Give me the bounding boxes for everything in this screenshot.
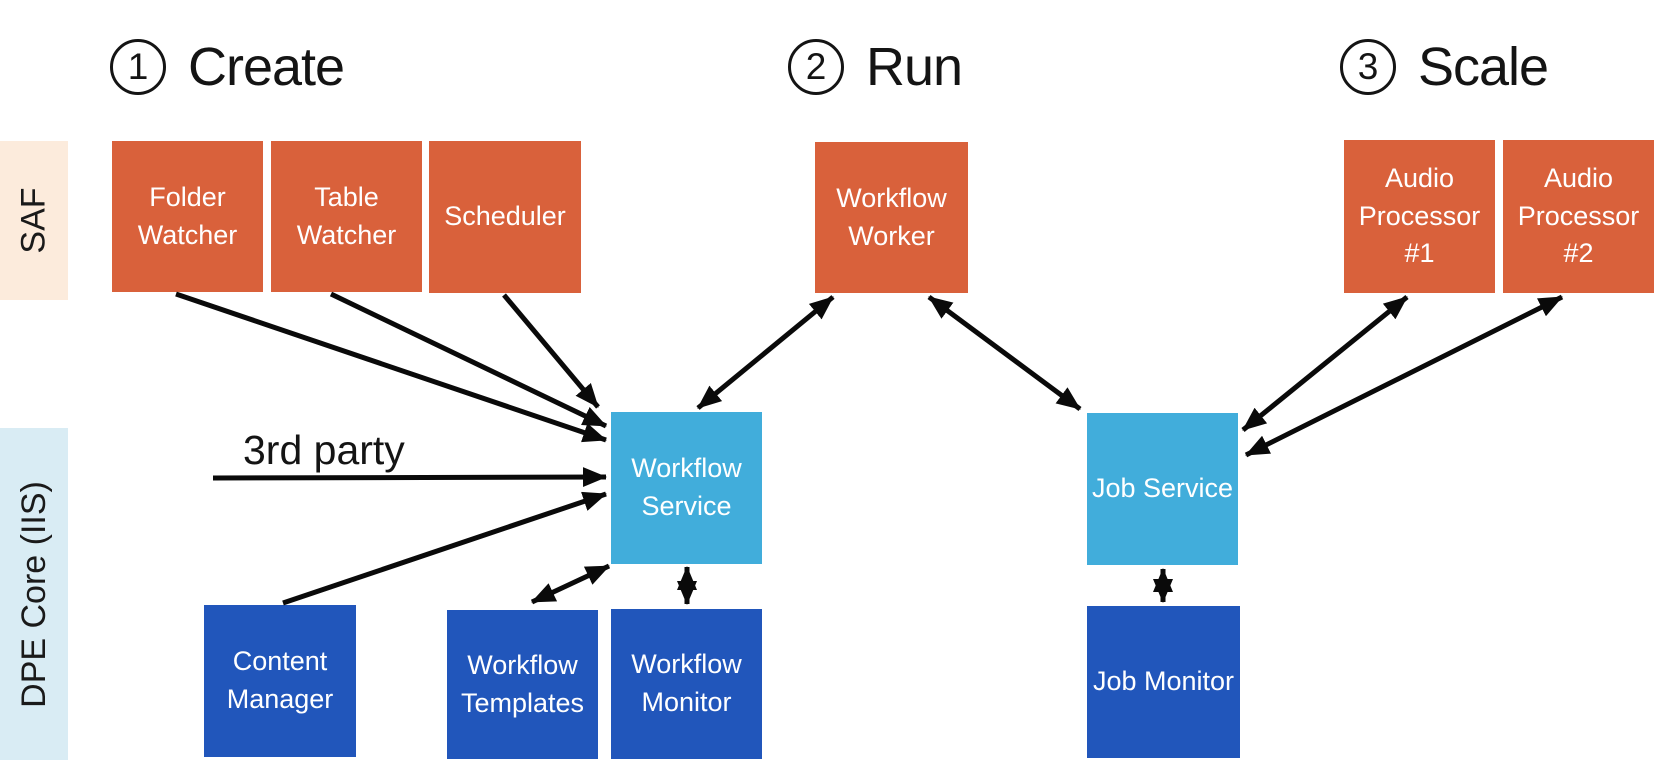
lane-saf-label: SAF xyxy=(14,187,53,254)
node-job-monitor: Job Monitor xyxy=(1087,606,1240,758)
phase-header-run: 2 Run xyxy=(788,36,963,98)
node-folder-watcher: Folder Watcher xyxy=(112,141,263,292)
lane-dpe-core-label: DPE Core (IIS) xyxy=(14,480,53,708)
edge-job-service--audio-processor-2 xyxy=(1244,294,1564,458)
lane-dpe-core: DPE Core (IIS) xyxy=(0,428,68,760)
node-scheduler: Scheduler xyxy=(429,141,581,293)
phase-label-run: Run xyxy=(866,37,963,97)
phase-header-create: 1 Create xyxy=(110,36,345,98)
node-content-manager: Content Manager xyxy=(204,605,356,757)
node-workflow-worker: Workflow Worker xyxy=(815,142,968,293)
phase-label-create: Create xyxy=(188,37,345,97)
node-job-service: Job Service xyxy=(1087,413,1238,565)
third-party-label: 3rd party xyxy=(243,427,405,473)
node-workflow-templates: Workflow Templates xyxy=(447,610,598,759)
edge-workflow-service--workflow-templates xyxy=(530,563,611,605)
phase-header-scale: 3 Scale xyxy=(1340,36,1549,98)
circled-number-2: 2 xyxy=(788,39,844,95)
node-audio-processor-1: Audio Processor #1 xyxy=(1344,140,1495,293)
lane-saf: SAF xyxy=(0,141,68,300)
edge-workflow-worker--job-service xyxy=(927,294,1082,412)
node-audio-processor-2: Audio Processor #2 xyxy=(1503,140,1654,293)
edge-folder-watcher--workflow-service xyxy=(175,291,607,443)
node-workflow-monitor: Workflow Monitor xyxy=(611,609,762,759)
circled-number-3: 3 xyxy=(1340,39,1396,95)
node-workflow-service: Workflow Service xyxy=(611,412,762,564)
circled-number-1: 1 xyxy=(110,39,166,95)
phase-label-scale: Scale xyxy=(1418,37,1549,97)
edge-job-service--audio-processor-1 xyxy=(1241,295,1409,432)
edge-content-manager--workflow-service xyxy=(282,491,607,606)
edge-table-watcher--workflow-service xyxy=(329,291,608,429)
edge-third-party--workflow-service xyxy=(212,467,607,488)
edge-scheduler--workflow-service xyxy=(502,293,600,409)
edge-workflow-service--workflow-worker xyxy=(696,295,835,410)
node-table-watcher: Table Watcher xyxy=(271,141,422,292)
